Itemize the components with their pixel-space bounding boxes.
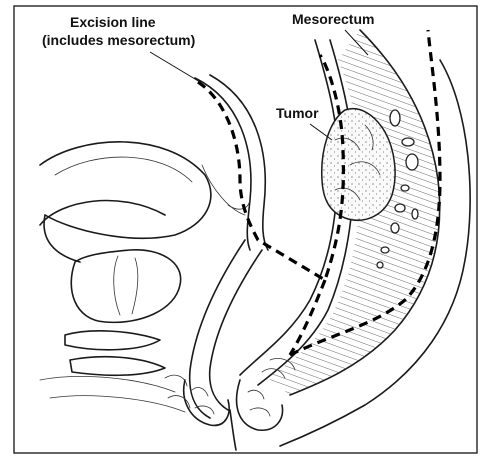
label-excision-line: Excision line (includes mesorectum)	[42, 14, 200, 82]
tumor-label: Tumor	[276, 105, 319, 121]
bladder	[40, 142, 211, 262]
anal-sphincter	[165, 358, 295, 450]
mesorectum-label: Mesorectum	[292, 11, 374, 27]
label-tumor: Tumor	[276, 105, 332, 140]
seminal-vesicle	[195, 75, 268, 250]
excision-line-label: Excision line	[70, 14, 156, 30]
excision-line-sublabel: (includes mesorectum)	[42, 32, 195, 48]
prostate	[40, 250, 185, 412]
